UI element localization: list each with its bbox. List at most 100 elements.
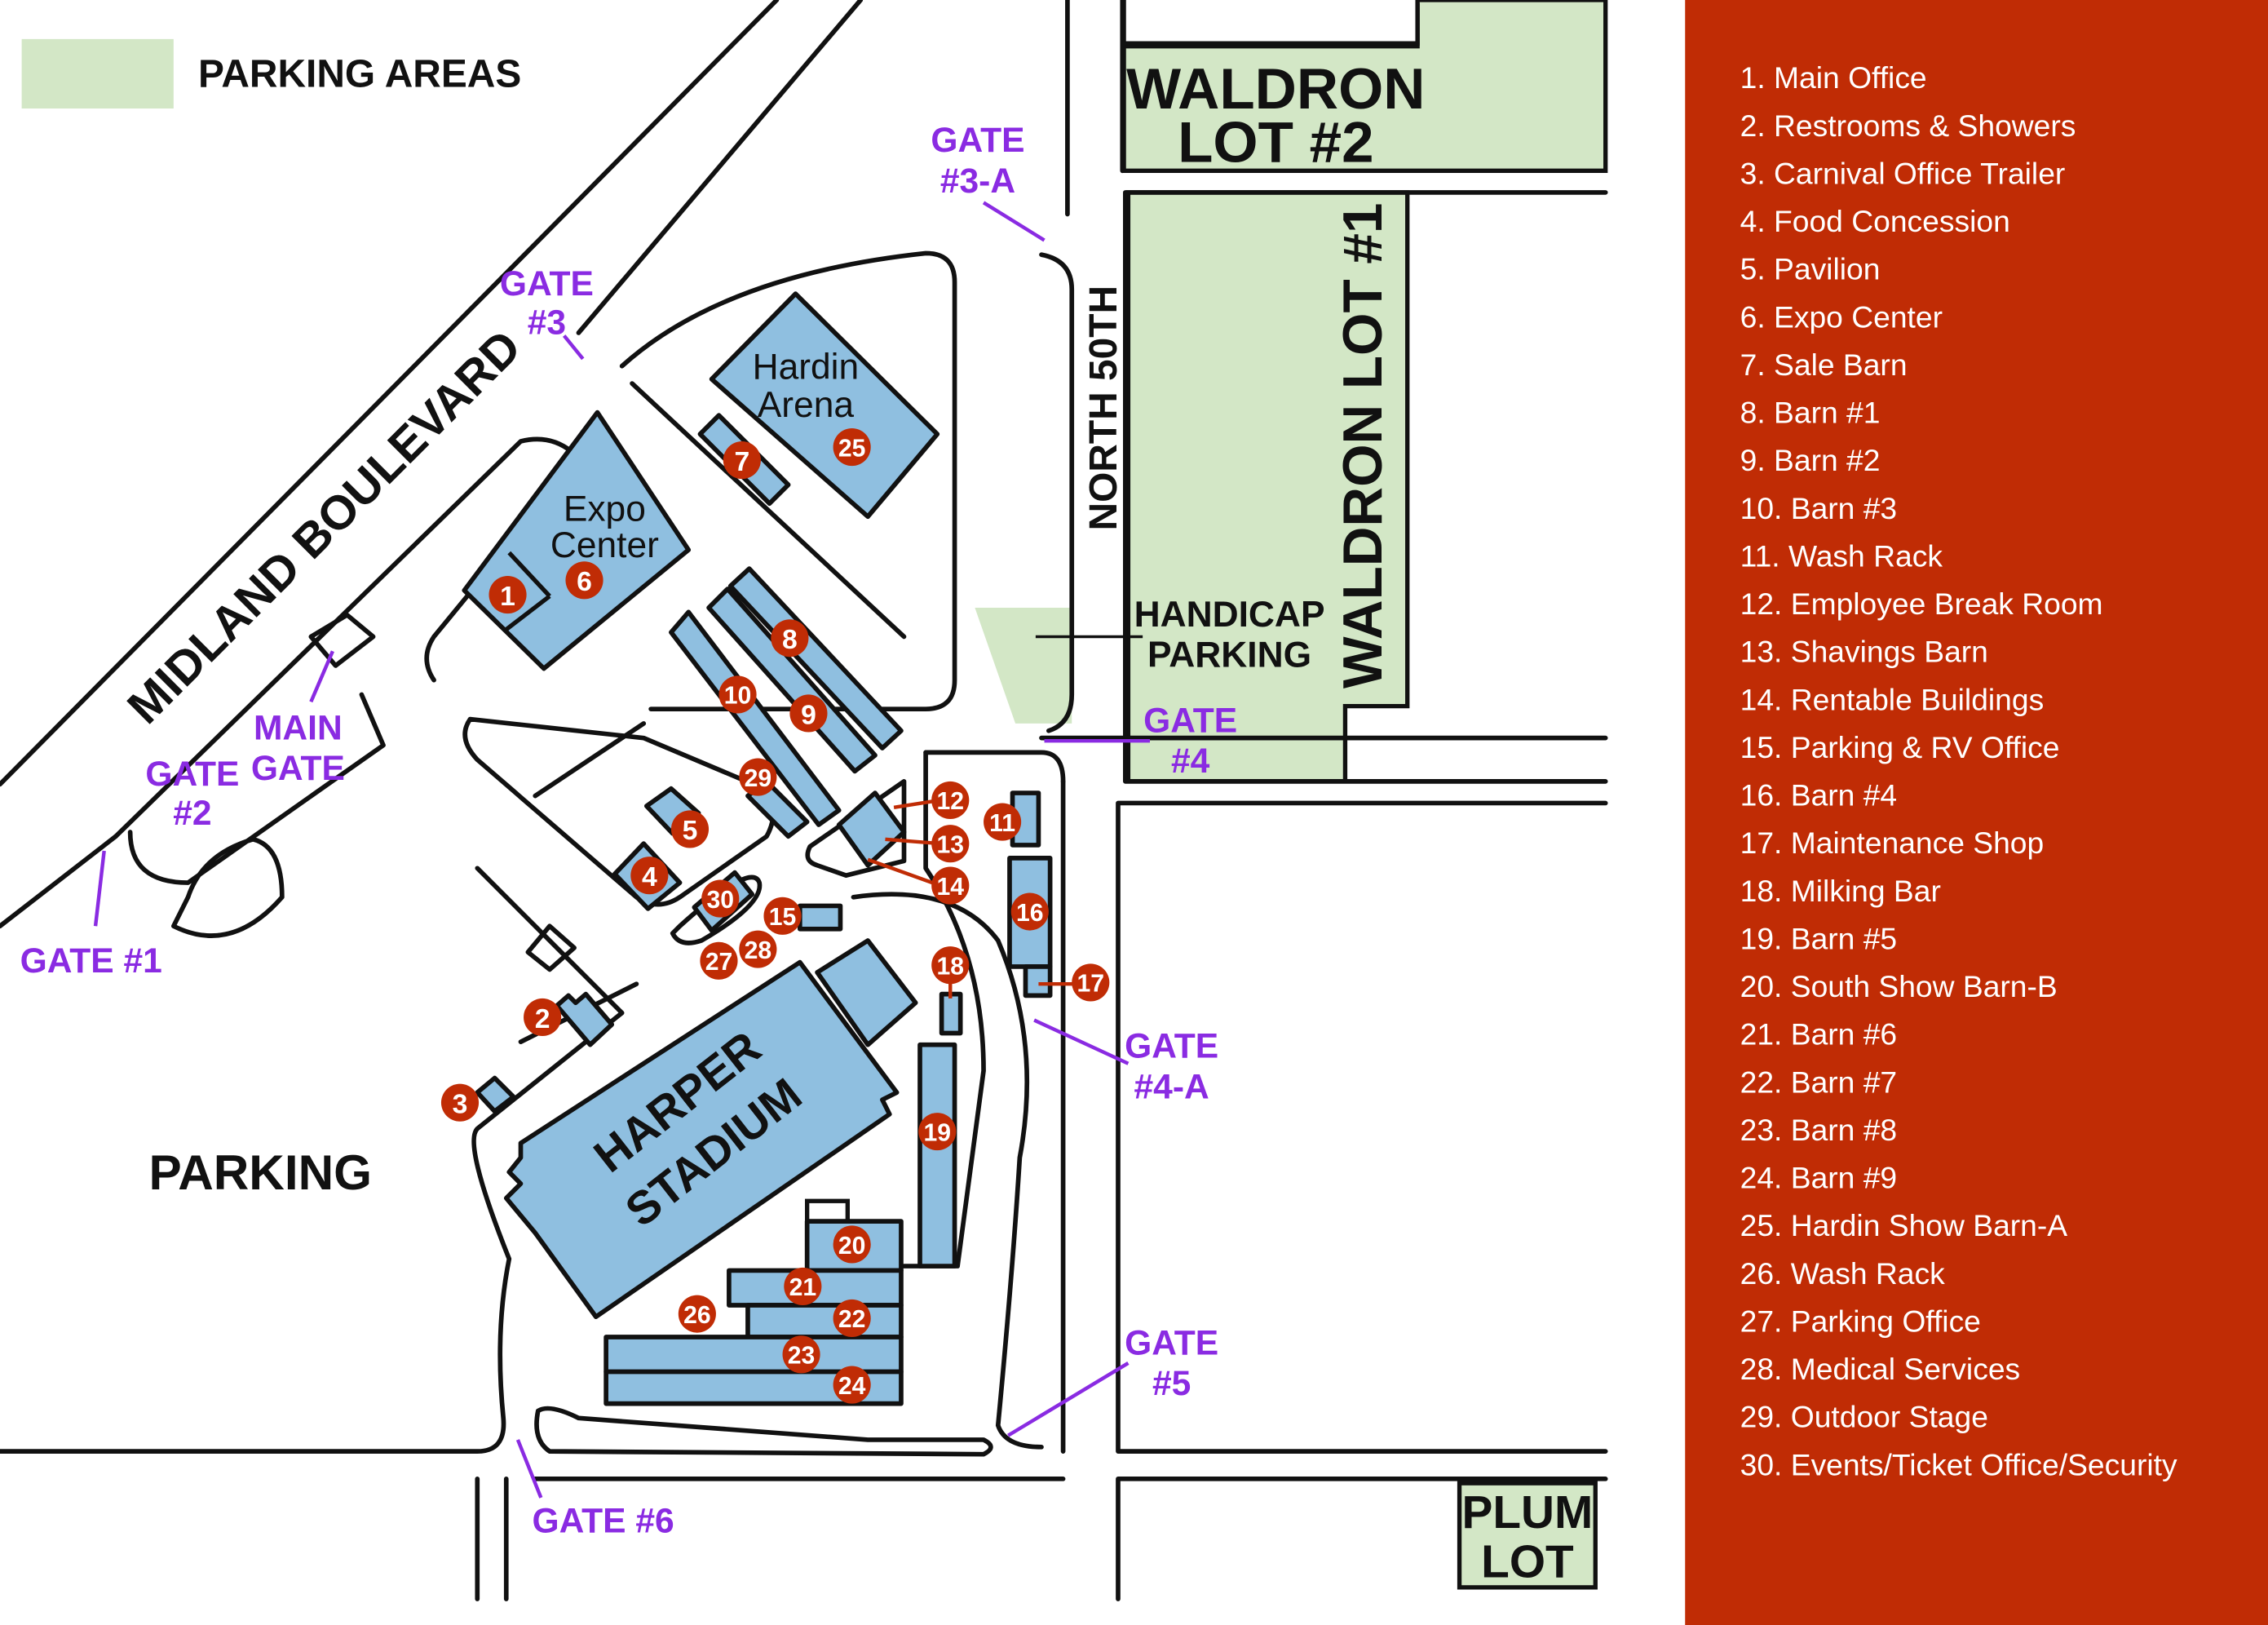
marker-circle: [931, 946, 970, 985]
harper-stadium: HARPER STADIUM: [503, 938, 918, 1320]
svg-text:#3: #3: [528, 303, 566, 343]
legend-item: 19. Barn #5: [1740, 921, 1898, 955]
marker-18: 18: [931, 946, 970, 985]
svg-text:Arena: Arena: [758, 385, 855, 425]
svg-text:GATE: GATE: [251, 749, 345, 788]
marker-circle: [784, 1267, 822, 1305]
svg-text:GATE: GATE: [931, 121, 1024, 160]
marker-circle: [670, 810, 710, 848]
barns-1-3: [669, 566, 904, 839]
marker-number: 18: [936, 953, 964, 980]
marker-number: 3: [453, 1088, 468, 1119]
marker-circle: [701, 879, 740, 918]
legend-panel: [1685, 0, 2268, 1625]
svg-text:WALDRON: WALDRON: [1126, 57, 1425, 122]
legend-item: 4. Food Concession: [1740, 204, 2010, 238]
north-50th-label: NORTH 50TH: [1082, 286, 1125, 531]
marker-number: 9: [801, 699, 816, 730]
marker-number: 5: [683, 815, 698, 846]
marker-circle: [678, 1295, 716, 1333]
marker-circle: [789, 694, 828, 733]
marker-5: 5: [670, 810, 710, 848]
gate-3a: GATE #3-A: [931, 121, 1046, 242]
gate-2: GATE #2: [145, 755, 239, 833]
legend-item: 29. Outdoor Stage: [1740, 1400, 1988, 1434]
marker-circle: [1010, 892, 1049, 931]
marker-28: 28: [739, 930, 777, 968]
legend-item: 22. Barn #7: [1740, 1065, 1898, 1099]
marker-19: 19: [918, 1113, 957, 1151]
legend-item: 11. Wash Rack: [1740, 538, 1943, 573]
parking-rv-office: [797, 903, 843, 932]
marker-number: 13: [936, 831, 964, 858]
gate-5: GATE #5: [1007, 1323, 1218, 1437]
marker-22: 22: [833, 1299, 871, 1338]
gate-4: GATE #4: [1044, 702, 1237, 781]
svg-text:HANDICAP: HANDICAP: [1134, 595, 1325, 635]
marker-number: 8: [782, 624, 798, 655]
marker-circle: [782, 1335, 820, 1374]
legend-item: 10. Barn #3: [1740, 491, 1898, 525]
marker-24: 24: [833, 1366, 871, 1404]
marker-circle: [763, 897, 802, 935]
marker-23: 23: [782, 1335, 820, 1374]
svg-text:PARKING: PARKING: [1147, 635, 1311, 675]
marker-number: 22: [838, 1306, 866, 1333]
marker-number: 7: [734, 446, 749, 477]
legend-item: 27. Parking Office: [1740, 1304, 1981, 1338]
parking-areas-label: PARKING AREAS: [198, 52, 521, 95]
marker-circle: [833, 1299, 871, 1338]
marker-number: 17: [1077, 971, 1105, 998]
marker-30: 30: [701, 879, 740, 918]
marker-circle: [931, 825, 970, 863]
legend-item: 16. Barn #4: [1740, 778, 1898, 812]
gate-1: GATE #1: [20, 850, 162, 981]
marker-3: 3: [440, 1083, 480, 1122]
marker-number: 27: [705, 949, 733, 976]
marker-7: 7: [723, 441, 761, 480]
barn-5: [917, 1042, 957, 1269]
marker-25: 25: [833, 428, 871, 467]
marker-circle: [833, 1225, 871, 1264]
svg-text:LOT: LOT: [1481, 1536, 1574, 1587]
marker-number: 29: [745, 765, 772, 792]
marker-circle: [931, 781, 970, 819]
legend-item: 24. Barn #9: [1740, 1161, 1898, 1195]
legend-item: 12. Employee Break Room: [1740, 587, 2103, 621]
marker-circle: [833, 1366, 871, 1404]
svg-text:GATE: GATE: [1143, 702, 1237, 741]
legend-item: 25. Hardin Show Barn-A: [1740, 1208, 2068, 1242]
marker-circle: [723, 441, 761, 480]
gate-4a: GATE #4-A: [1033, 1018, 1218, 1106]
legend-item: 7. Sale Barn: [1740, 348, 1908, 382]
svg-text:LOT #2: LOT #2: [1178, 111, 1373, 175]
marker-number: 12: [936, 788, 964, 815]
marker-9: 9: [789, 694, 828, 733]
marker-15: 15: [763, 897, 802, 935]
expo-center: Expo Center: [462, 410, 692, 671]
legend-item: 2. Restrooms & Showers: [1740, 108, 2076, 143]
marker-number: 6: [577, 566, 592, 597]
marker-number: 19: [924, 1119, 952, 1146]
marker-number: 1: [500, 581, 515, 612]
legend-item: 18. Milking Bar: [1740, 874, 1941, 908]
svg-text:#4-A: #4-A: [1134, 1067, 1209, 1106]
legend-item: 13. Shavings Barn: [1740, 635, 1988, 669]
legend-item: 5. Pavilion: [1740, 252, 1881, 286]
marker-10: 10: [718, 675, 757, 714]
gate-6: GATE #6: [515, 1439, 674, 1540]
svg-text:Center: Center: [550, 525, 659, 565]
marker-circle: [931, 866, 970, 905]
marker-circle: [739, 758, 777, 796]
milking-bar: [939, 991, 963, 1036]
marker-number: 20: [838, 1233, 866, 1260]
waldron-lot-2: WALDRON LOT #2: [1121, 0, 1608, 175]
shavings-barn: [836, 790, 907, 868]
svg-text:PLUM: PLUM: [1462, 1487, 1594, 1539]
marker-number: 25: [838, 435, 866, 462]
legend-item: 6. Expo Center: [1740, 299, 1943, 334]
maintenance-shop: [1023, 964, 1053, 998]
marker-circle: [524, 998, 562, 1037]
